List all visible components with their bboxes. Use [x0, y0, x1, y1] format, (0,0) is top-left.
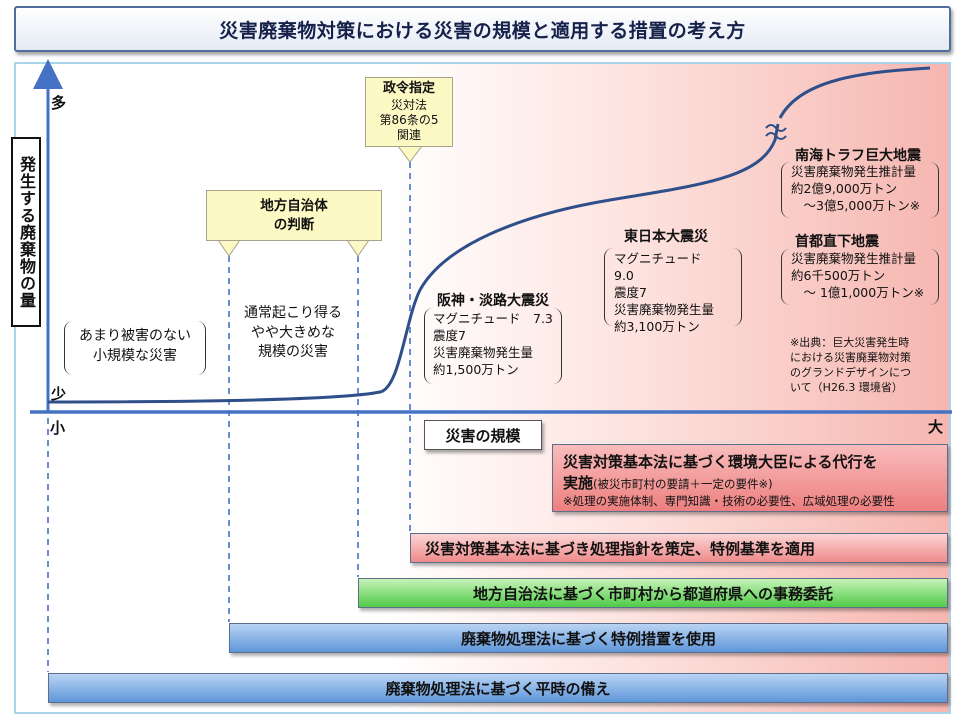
x-low-label: 小 — [50, 419, 66, 437]
hanshin-line1: マグニチュード 7.3 — [433, 311, 553, 326]
callout-cabinet-order: 政令指定 災対法 第86条の5 関連 — [365, 77, 453, 147]
disaster-small: あまり被害のない 小規模な災害 — [64, 321, 206, 375]
east-japan-line1: マグニチュード 9.0 — [614, 251, 715, 283]
callout-local-line2: の判断 — [273, 216, 315, 233]
minister-title-a: 災害対策基本法に基づく環境大臣による代行を — [563, 453, 878, 471]
minister-condition: (被災市町村の要請＋一定の要件※) — [593, 477, 773, 491]
page-title: 災害廃棄物対策における災害の規模と適用する措置の考え方 — [14, 6, 951, 52]
y-axis-label: 発生する廃棄物の量 — [11, 137, 41, 327]
shuto-line3: ～ 1億1,000万トン※ — [791, 284, 925, 300]
hanshin-details: マグニチュード 7.3 震度7 災害廃棄物発生量 約1,500万トン — [424, 308, 562, 384]
callout-pointer-cabinet — [397, 145, 423, 163]
measure-normal: 廃棄物処理法に基づく平時の備え — [48, 673, 948, 703]
axis-break-mark — [765, 124, 787, 140]
east-japan-line4: 約3,100万トン — [614, 318, 700, 334]
measure-minister-proxy: 災害対策基本法に基づく環境大臣による代行を 実施(被災市町村の要請＋一定の要件※… — [552, 444, 948, 512]
measure-special: 廃棄物処理法に基づく特例措置を使用 — [229, 623, 948, 653]
source-line2: における災害廃棄物対策 — [790, 350, 911, 364]
waste-growth-curve — [47, 123, 780, 404]
y-high-label: 多 — [51, 94, 67, 112]
shuto-details: 災害廃棄物発生推計量 約6千500万トン ～ 1億1,000万トン※ — [781, 249, 939, 305]
y-low-label: 少 — [51, 385, 67, 403]
callout-pointer-right — [346, 239, 370, 257]
nankai-line3: ～3億5,000万トン※ — [791, 197, 921, 213]
nankai-name: 南海トラフ巨大地震 — [795, 148, 921, 164]
waste-growth-curve-top — [778, 66, 931, 119]
minister-title-b: 実施 — [563, 474, 594, 492]
source-line4: いて（H26.3 環境省） — [790, 380, 903, 394]
callout-cabinet-line2: 災対法 — [390, 97, 427, 112]
nankai-details: 災害廃棄物発生推計量 約2億9,000万トン ～3億5,000万トン※ — [781, 162, 939, 218]
shuto-line2: 約6千500万トン — [791, 267, 886, 283]
shuto-name: 首都直下地震 — [795, 234, 879, 250]
callout-pointer-left — [217, 239, 241, 257]
x-high-label: 大 — [928, 418, 944, 436]
callout-cabinet-line1: 政令指定 — [382, 81, 435, 97]
small-line1: あまり被害のない — [79, 328, 191, 344]
disaster-medium: 通常起こり得る やや大きめな 規模の災害 — [232, 304, 354, 363]
hanshin-name: 阪神・淡路大震災 — [437, 293, 549, 309]
east-japan-name: 東日本大震災 — [624, 229, 708, 245]
minister-note: ※処理の実施体制、専門知識・技術の必要性、広域処理の必要性 — [563, 494, 895, 508]
x-axis-label: 災害の規模 — [424, 420, 542, 450]
source-note: ※出典：巨大災害発生時 における災害廃棄物対策 のグランドデザインにつ いて（H… — [790, 336, 940, 395]
shuto-line1: 災害廃棄物発生推計量 — [791, 251, 917, 266]
small-line2: 小規模な災害 — [93, 347, 177, 364]
east-japan-line3: 災害廃棄物発生量 — [614, 301, 715, 317]
measure-delegation: 地方自治法に基づく市町村から都道府県への事務委託 — [358, 578, 948, 608]
source-line1: ※出典：巨大災害発生時 — [790, 336, 910, 349]
source-line3: のグランドデザインにつ — [790, 365, 911, 379]
hanshin-line2: 震度7 — [433, 327, 466, 343]
callout-cabinet-line3: 第86条の5 — [379, 112, 439, 127]
callout-local-government: 地方自治体 の判断 — [206, 190, 382, 241]
medium-line3: 規模の災害 — [258, 344, 328, 361]
callout-local-line1: 地方自治体 — [260, 198, 328, 215]
hanshin-line4: 約1,500万トン — [433, 361, 519, 377]
medium-line1: 通常起こり得る — [244, 305, 342, 321]
hanshin-line3: 災害廃棄物発生量 — [433, 344, 534, 360]
nankai-line1: 災害廃棄物発生推計量 — [791, 164, 917, 179]
east-japan-line2: 震度7 — [614, 284, 647, 300]
callout-cabinet-line4: 関連 — [396, 127, 421, 142]
medium-line2: やや大きめな — [251, 324, 335, 341]
east-japan-details: マグニチュード 9.0 震度7 災害廃棄物発生量 約3,100万トン — [604, 248, 742, 334]
nankai-line2: 約2億9,000万トン — [791, 180, 898, 196]
measure-guideline: 災害対策基本法に基づき処理指針を策定、特例基準を適用 — [410, 533, 948, 563]
